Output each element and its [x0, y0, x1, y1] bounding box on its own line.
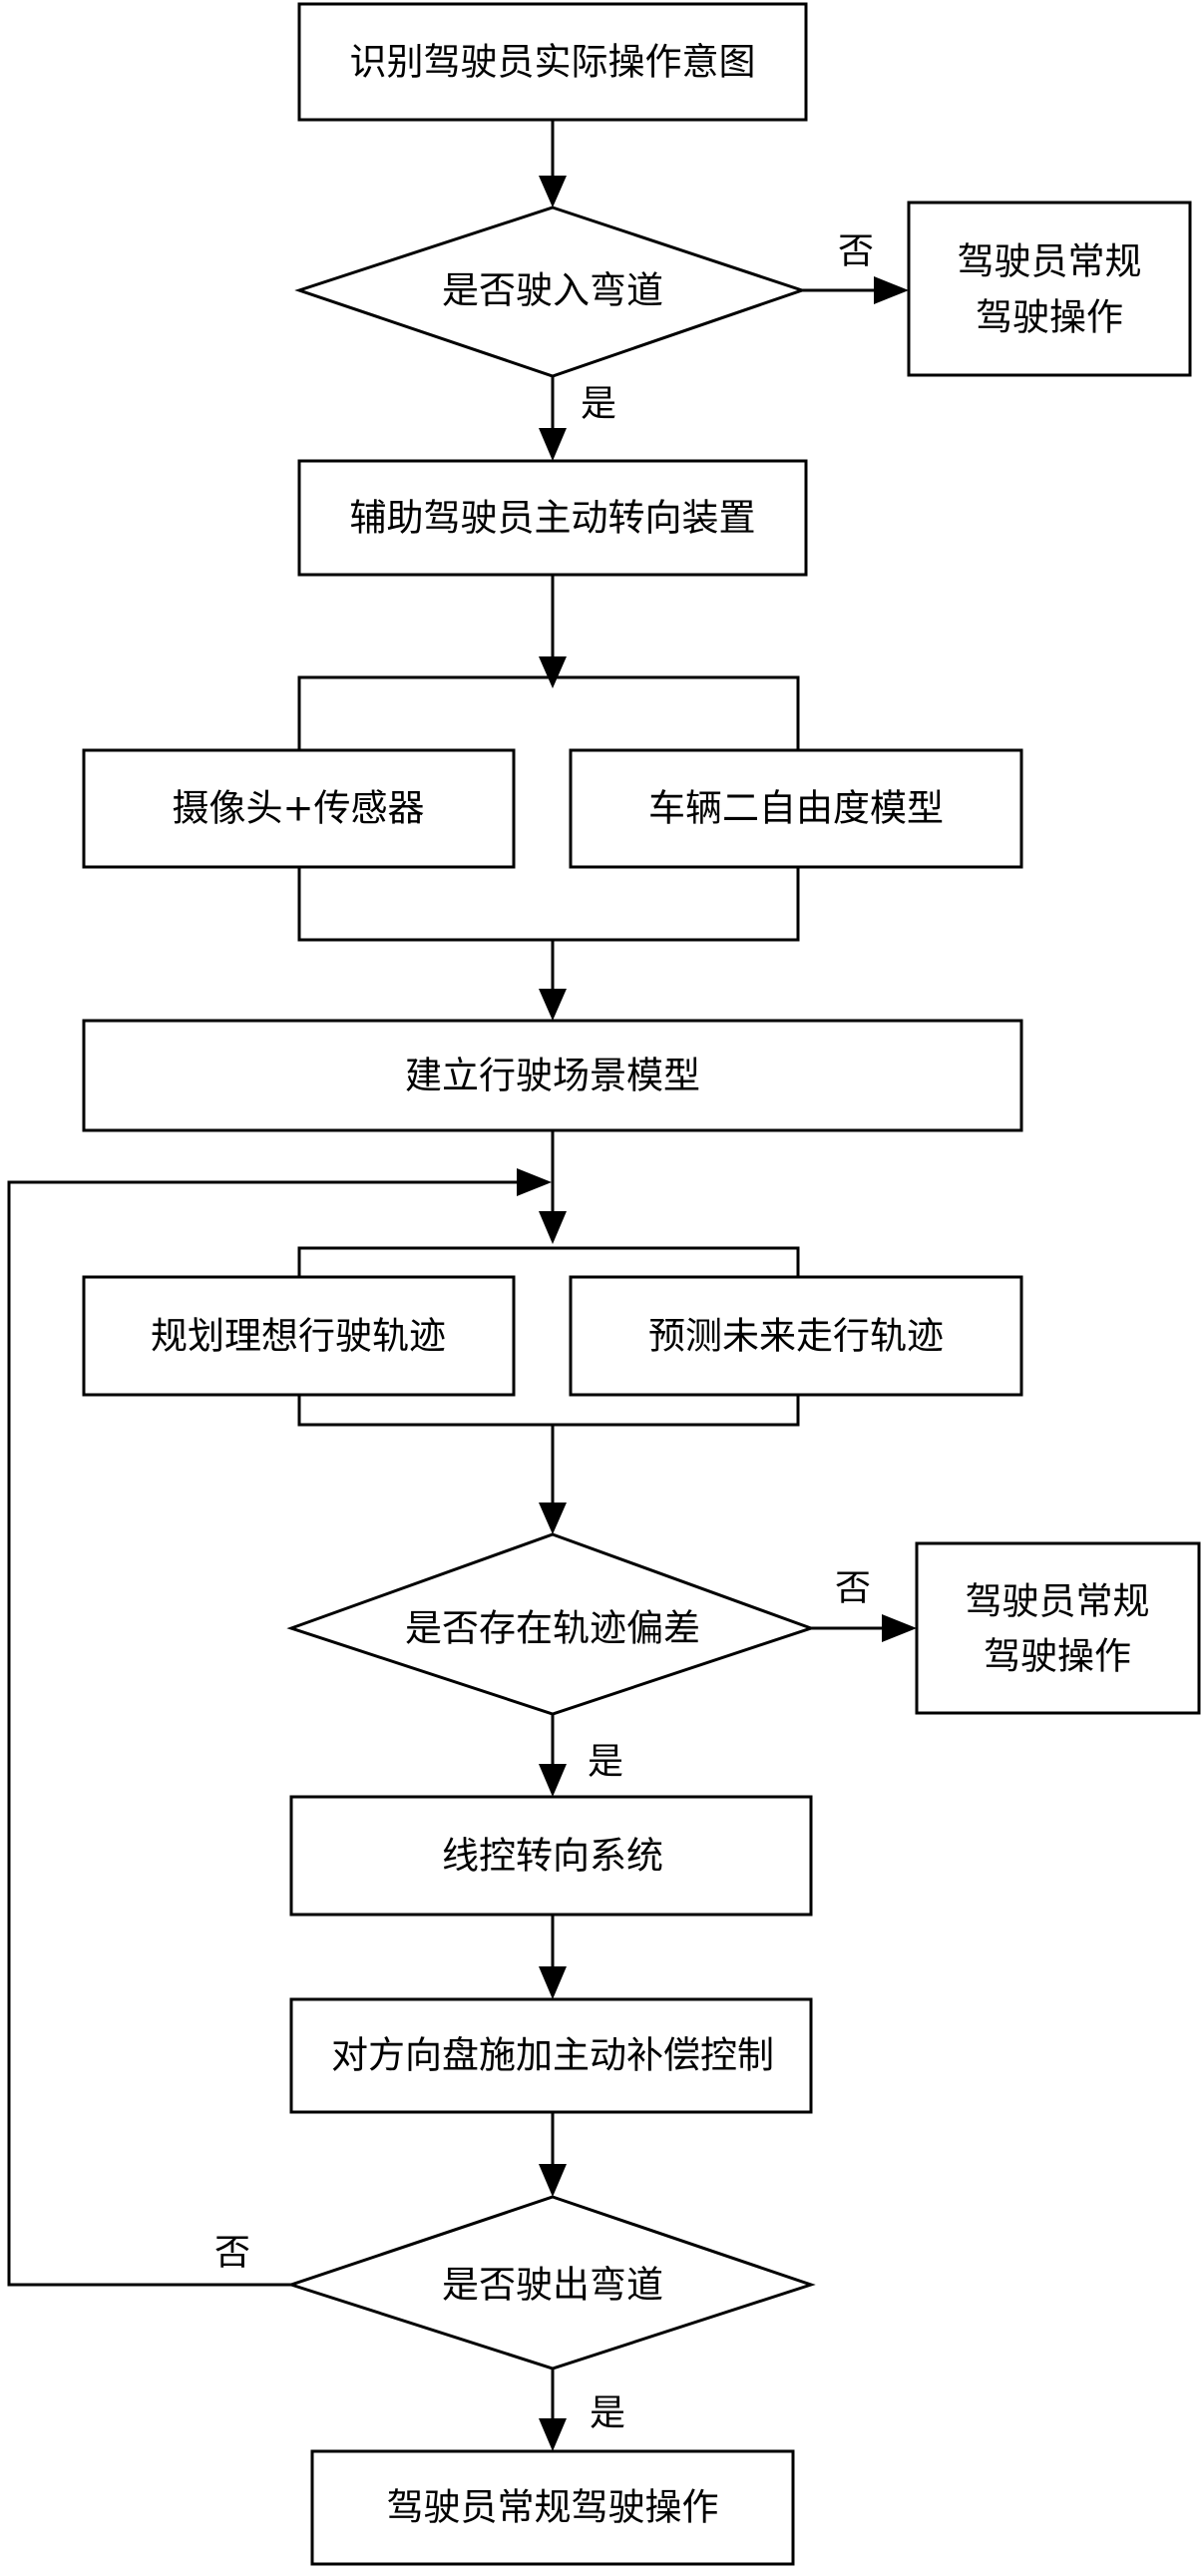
normal-driving-2-line-1: 驾驶员常规	[966, 1580, 1150, 1623]
exit-curve-label: 是否驶出弯道	[442, 2264, 663, 2307]
normal-driving-box-2	[917, 1543, 1199, 1713]
edge-label-no-2: 否	[835, 1568, 871, 1609]
edge-label-yes-1: 是	[581, 384, 616, 425]
merge-bracket-2	[299, 1395, 798, 1425]
normal-driving-1-line-1: 驾驶员常规	[958, 240, 1142, 283]
normal-driving-1-line-2: 驾驶操作	[976, 296, 1123, 339]
arrow-head	[539, 176, 567, 208]
edge-label-no-1: 否	[838, 231, 874, 272]
build-scene-label: 建立行驶场景模型	[405, 1055, 700, 1097]
assist-steering-label: 辅助驾驶员主动转向装置	[350, 497, 756, 540]
arrow-head	[539, 656, 567, 688]
plan-ideal-label: 规划理想行驶轨迹	[151, 1315, 446, 1358]
arrow-head	[539, 428, 567, 461]
merge-bracket-1	[299, 867, 798, 940]
arrow-head	[539, 1503, 567, 1534]
predict-future-label: 预测未来走行轨迹	[648, 1315, 944, 1358]
split-bracket-1	[299, 677, 798, 750]
arrow-head	[539, 1764, 567, 1797]
arrow-head	[539, 989, 567, 1021]
arrow-head	[874, 276, 909, 304]
edge-label-no-3: 否	[214, 2233, 250, 2274]
arrow-head	[517, 1168, 552, 1196]
deviation-label: 是否存在轨迹偏差	[405, 1607, 700, 1650]
steer-by-wire-label: 线控转向系统	[442, 1835, 663, 1878]
arrow-head	[539, 2418, 567, 2451]
split-bracket-2	[299, 1248, 798, 1277]
arrow-head	[539, 1966, 567, 1999]
normal-driving-final-label: 驾驶员常规驾驶操作	[387, 2486, 719, 2529]
compensation-label: 对方向盘施加主动补偿控制	[331, 2034, 774, 2077]
normal-driving-box-1	[909, 203, 1190, 375]
arrow-head	[882, 1614, 917, 1642]
identify-intent-label: 识别驾驶员实际操作意图	[350, 41, 756, 84]
enter-curve-label: 是否驶入弯道	[442, 269, 663, 312]
arrow-head	[539, 1211, 567, 1244]
camera-sensor-label: 摄像头+传感器	[172, 787, 424, 830]
edge-label-yes-2: 是	[588, 1742, 623, 1783]
arrow-head	[539, 2164, 567, 2197]
vehicle-model-label: 车辆二自由度模型	[648, 787, 944, 830]
edge-label-yes-3: 是	[590, 2393, 625, 2434]
normal-driving-2-line-2: 驾驶操作	[984, 1635, 1131, 1678]
